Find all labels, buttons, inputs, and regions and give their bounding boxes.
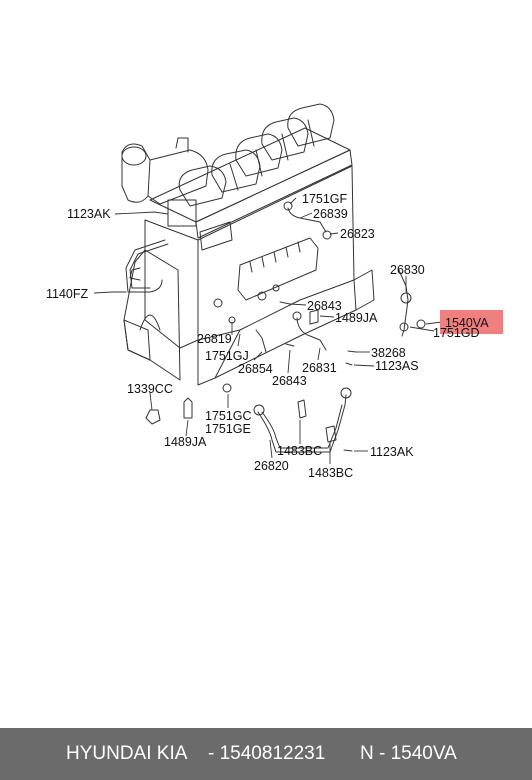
footer-part-number: - 1540812231 — [208, 743, 326, 764]
footer-code: N - 1540VA — [360, 743, 457, 764]
label-26843-b: 26843 — [272, 374, 307, 388]
label-26839: 26839 — [313, 207, 348, 221]
label-26831: 26831 — [302, 361, 337, 375]
label-1140FZ: 1140FZ — [46, 287, 89, 301]
label-1751GE: 1751GE — [205, 422, 251, 436]
label-26843-a: 26843 — [307, 299, 342, 313]
label-1751GF: 1751GF — [302, 192, 348, 206]
leader-lines — [93, 197, 443, 464]
engine-parts-diagram: 1751GF 26839 26823 1123AK 1140FZ 26830 2… — [46, 103, 503, 480]
label-1339CC: 1339CC — [127, 382, 173, 396]
label-1489JA-left: 1489JA — [164, 435, 207, 449]
label-1751GD: 1751GD — [433, 326, 480, 340]
engine-block-drawing — [111, 103, 426, 453]
footer-brand: HYUNDAI KIA — [66, 743, 188, 764]
label-38268: 38268 — [371, 346, 406, 360]
callout-labels: 1751GF 26839 26823 1123AK 1140FZ 26830 2… — [46, 192, 489, 480]
label-26823: 26823 — [340, 227, 375, 241]
label-26820: 26820 — [254, 459, 289, 473]
label-1123AS: 1123AS — [375, 359, 419, 373]
label-1751GC: 1751GC — [205, 409, 252, 423]
label-1483BC-a: 1483BC — [277, 444, 322, 458]
label-1751GJ: 1751GJ — [205, 349, 249, 363]
label-1483BC-b: 1483BC — [308, 466, 353, 480]
label-26819: 26819 — [197, 332, 232, 346]
label-1540VA: 1540VA — [445, 316, 489, 330]
label-1123AK-bottom: 1123AK — [370, 445, 414, 459]
footer-bar: HYUNDAI KIA - 1540812231 N - 1540VA — [0, 728, 532, 780]
label-1489JA-right: 1489JA — [335, 311, 378, 325]
label-26830: 26830 — [390, 263, 425, 277]
highlight-box — [440, 310, 503, 334]
label-1123AK-top: 1123AK — [67, 207, 111, 221]
label-26854: 26854 — [238, 362, 273, 376]
